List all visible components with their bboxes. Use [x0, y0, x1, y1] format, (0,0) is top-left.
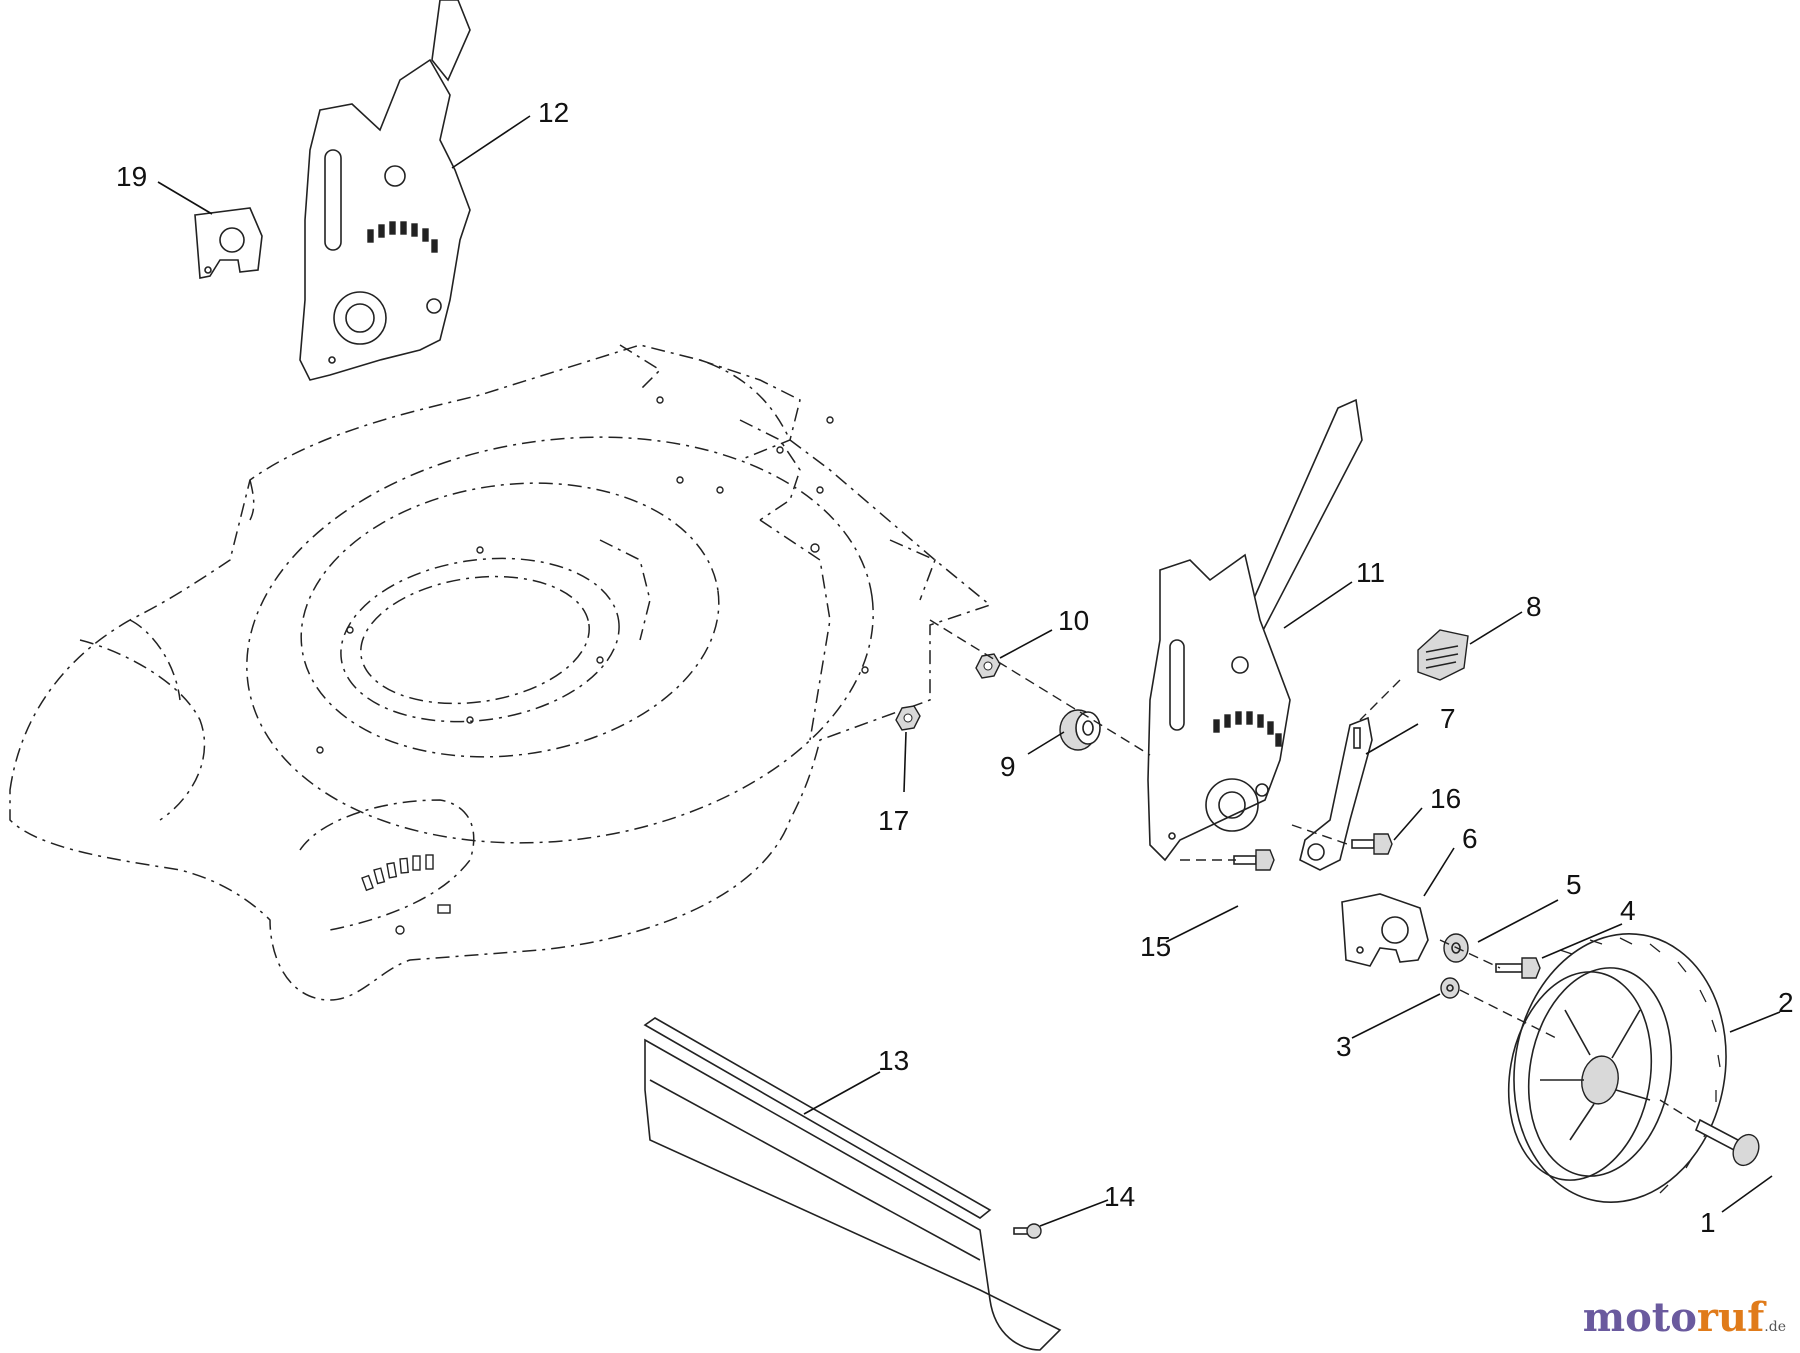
part-12-height-bracket: [299, 0, 471, 381]
part-11-height-bracket: [1147, 398, 1363, 862]
leader-lines: [157, 115, 1781, 1227]
callout-17: 17: [878, 805, 909, 836]
callout-4: 4: [1620, 895, 1636, 926]
part-14-screw: [1013, 1223, 1042, 1239]
callout-6: 6: [1462, 823, 1478, 854]
callout-labels: 12 19 11 8 10 7 9 17 16 6 15 5 4 3 2 1 1…: [116, 97, 1794, 1238]
callout-1: 1: [1700, 1207, 1716, 1238]
watermark-logo: motoruf.de: [1583, 1294, 1786, 1341]
mower-deck: [9, 344, 992, 1001]
callout-2: 2: [1778, 987, 1794, 1018]
watermark-tld: .de: [1764, 1319, 1786, 1335]
part-16-bolt: [1351, 833, 1393, 855]
callout-15: 15: [1140, 931, 1171, 962]
part-17-nut: [895, 705, 921, 731]
part-15-bolt: [1233, 849, 1275, 871]
part-6-plate: [1341, 893, 1429, 967]
part-3-washer: [1440, 977, 1460, 999]
part-9-bushing: [1059, 709, 1101, 751]
callout-10: 10: [1058, 605, 1089, 636]
part-13-flap: [643, 1017, 1062, 1351]
callout-14: 14: [1104, 1181, 1135, 1212]
part-1-axle-bolt: [1694, 1118, 1760, 1167]
part-7-lever: [1299, 716, 1373, 871]
callout-3: 3: [1336, 1031, 1352, 1062]
callout-12: 12: [538, 97, 569, 128]
watermark-text-b: ruf: [1696, 1294, 1765, 1341]
callout-11: 11: [1356, 557, 1385, 588]
callout-13: 13: [878, 1045, 909, 1076]
callout-16: 16: [1430, 783, 1461, 814]
part-19-plate: [194, 207, 263, 279]
callout-9: 9: [1000, 751, 1016, 782]
part-2-wheel: [1507, 933, 1727, 1203]
callout-19: 19: [116, 161, 147, 192]
callout-7: 7: [1440, 703, 1456, 734]
part-10-nut: [975, 653, 1001, 679]
center-lines: [929, 619, 1701, 1126]
watermark-text-a: moto: [1582, 1294, 1697, 1341]
part-4-bolt: [1495, 957, 1541, 979]
callout-5: 5: [1566, 869, 1582, 900]
part-8-knob: [1417, 629, 1469, 681]
callout-8: 8: [1526, 591, 1542, 622]
